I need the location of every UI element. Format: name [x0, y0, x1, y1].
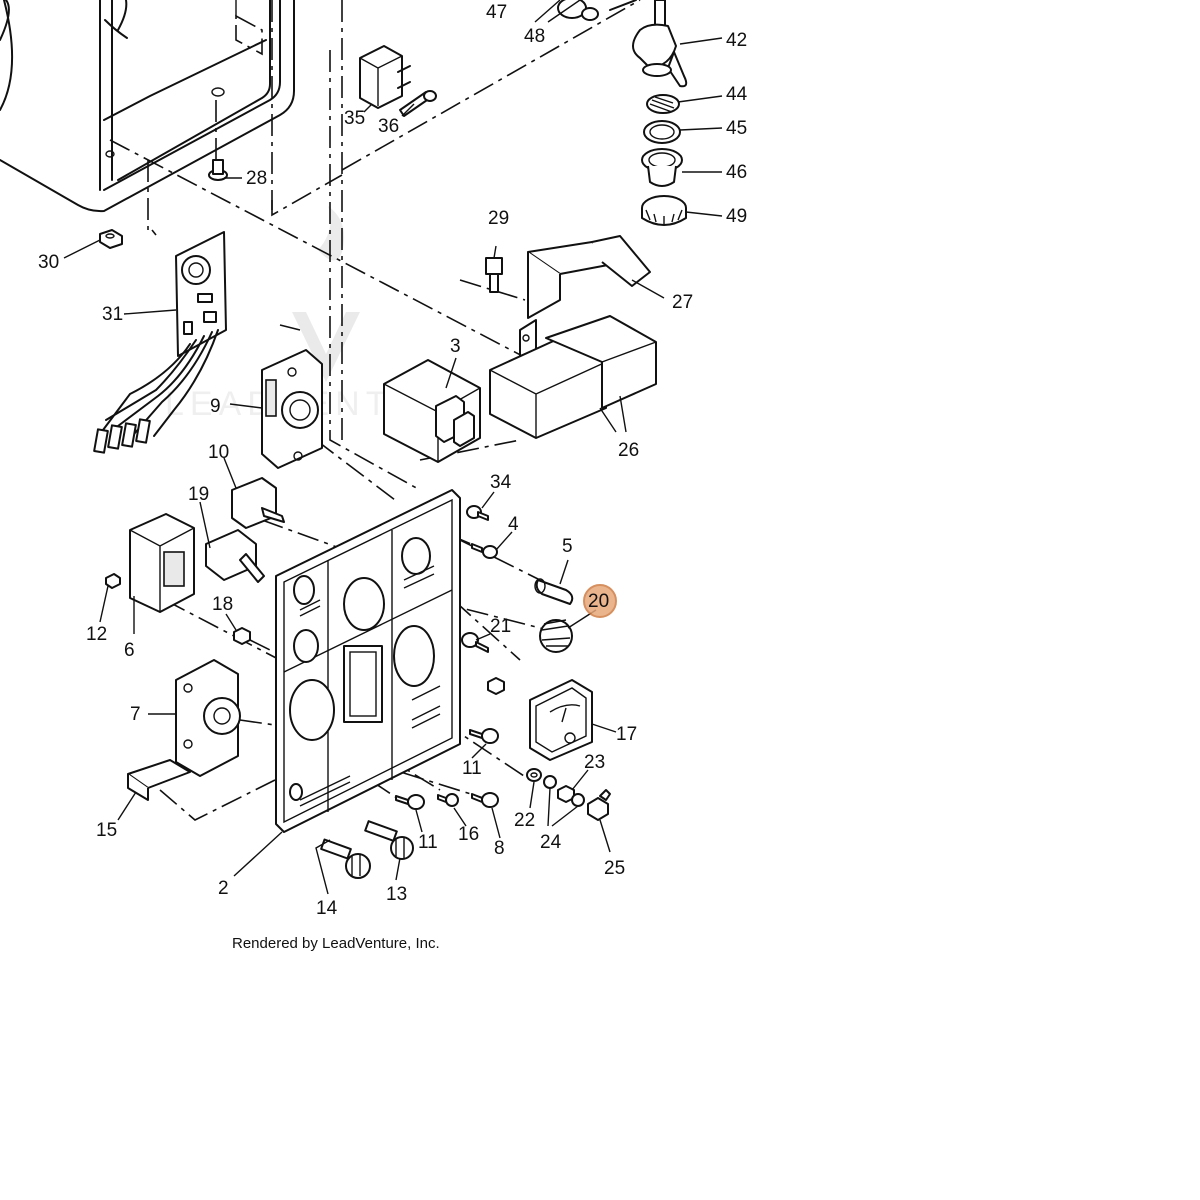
callout-14[interactable]: 14 [316, 898, 338, 919]
nut-12 [105, 573, 121, 589]
fuel-cock-assembly [557, 0, 688, 226]
callout-2[interactable]: 2 [218, 878, 229, 899]
callout-45[interactable]: 45 [726, 118, 747, 139]
washer-24b [571, 793, 585, 807]
callout-3[interactable]: 3 [450, 336, 461, 357]
leader-lines [63, 0, 723, 895]
callout-23[interactable]: 23 [584, 752, 605, 773]
generator-housing [0, 0, 295, 213]
knob-20 [539, 619, 573, 653]
callout-34[interactable]: 34 [490, 472, 512, 493]
washer-24a [543, 775, 557, 789]
switch-15 [127, 759, 191, 801]
callout-46[interactable]: 46 [726, 162, 747, 183]
switch-10 [231, 477, 285, 529]
callout-highlight [583, 584, 617, 618]
callout-15[interactable]: 15 [96, 820, 117, 841]
watermark-logo [292, 206, 360, 382]
screw-4 [471, 543, 498, 559]
callout-9[interactable]: 9 [210, 396, 221, 417]
callout-4[interactable]: 4 [508, 514, 519, 535]
callout-labels: 47 48 42 44 45 46 49 35 36 28 30 31 29 2… [38, 2, 748, 919]
callout-13[interactable]: 13 [386, 884, 407, 905]
callout-47[interactable]: 47 [486, 2, 507, 23]
terminal-14 [320, 838, 371, 879]
callout-31[interactable]: 31 [102, 304, 123, 325]
outlet-7 [175, 659, 241, 777]
screw-21 [461, 632, 489, 653]
callout-25[interactable]: 25 [604, 858, 625, 879]
receptacle-box-6 [129, 513, 195, 613]
nut-21b [487, 677, 505, 695]
render-credit: Rendered by LeadVenture, Inc. [232, 935, 440, 952]
toggle-19 [205, 529, 265, 583]
screw-34 [466, 505, 489, 521]
block-pair-26 [489, 315, 657, 439]
callout-28[interactable]: 28 [246, 168, 267, 189]
callout-18[interactable]: 18 [212, 594, 233, 615]
screw-11-lower [395, 794, 425, 810]
callout-24[interactable]: 24 [540, 832, 562, 853]
receptacle-9 [261, 349, 323, 469]
callout-6[interactable]: 6 [124, 640, 135, 661]
washer-22 [526, 768, 542, 782]
relay-3 [383, 359, 481, 463]
callout-12[interactable]: 12 [86, 624, 107, 645]
bracket-27 [519, 235, 651, 357]
callout-8[interactable]: 8 [494, 838, 505, 859]
callout-11-lower[interactable]: 11 [418, 832, 438, 853]
callout-20[interactable]: 20 [588, 591, 609, 612]
screw-29 [485, 257, 503, 293]
callout-5[interactable]: 5 [562, 536, 573, 557]
callout-19[interactable]: 19 [188, 484, 209, 505]
callout-21[interactable]: 21 [490, 616, 511, 637]
callout-44[interactable]: 44 [726, 84, 748, 105]
callout-36[interactable]: 36 [378, 116, 399, 137]
callout-16[interactable]: 16 [458, 824, 479, 845]
callout-35[interactable]: 35 [344, 108, 365, 129]
callout-10[interactable]: 10 [208, 442, 229, 463]
callout-22[interactable]: 22 [514, 810, 535, 831]
nut-30 [99, 229, 123, 249]
meter-17 [529, 679, 593, 761]
control-panel-2 [275, 489, 461, 833]
callout-7[interactable]: 7 [130, 704, 141, 725]
circuit-board-31 [93, 231, 227, 454]
callout-11-upper[interactable]: 11 [462, 758, 482, 779]
lamp-5 [534, 578, 574, 605]
callout-49[interactable]: 49 [726, 206, 747, 227]
screw-16 [437, 793, 459, 807]
wing-nut-25 [587, 789, 611, 821]
callout-42[interactable]: 42 [726, 30, 747, 51]
callout-48[interactable]: 48 [524, 26, 545, 47]
callout-29[interactable]: 29 [488, 208, 509, 229]
connector-35-36 [359, 45, 437, 117]
screw-11-upper [469, 728, 499, 744]
terminal-13 [364, 820, 414, 860]
callout-27[interactable]: 27 [672, 292, 693, 313]
bolt-28 [208, 159, 228, 181]
callout-26[interactable]: 26 [618, 440, 639, 461]
callout-17[interactable]: 17 [616, 724, 637, 745]
nut-18 [233, 627, 251, 645]
screw-8 [471, 792, 499, 808]
callout-30[interactable]: 30 [38, 252, 59, 273]
